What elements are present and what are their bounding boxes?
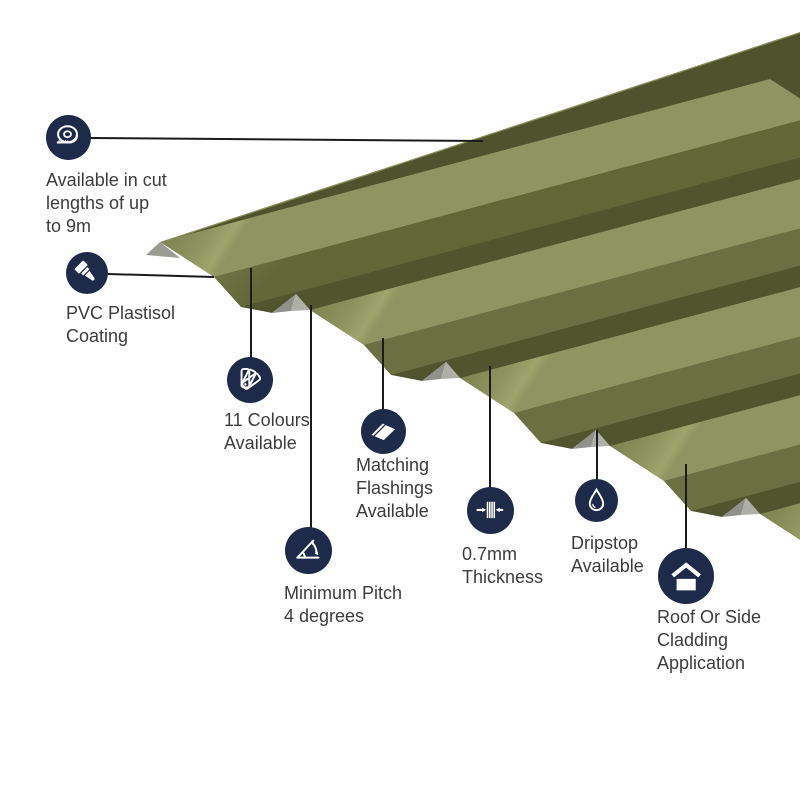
feature-label-cut-lengths: Available in cut lengths of up to 9m — [46, 169, 167, 238]
feature-label-line: Minimum Pitch — [284, 583, 403, 603]
callout-line-cut-lengths — [89, 137, 484, 142]
feature-label-line: Roof Or Side — [657, 607, 762, 627]
droplet-icon — [574, 478, 618, 522]
paint-brush-icon — [66, 252, 108, 294]
feature-label-line: PVC Plastisol — [66, 303, 176, 323]
feature-label-line: Available in cut — [46, 170, 167, 190]
feature-label-pitch: Minimum Pitch 4 degrees — [284, 582, 402, 628]
feature-label-line: Dripstop — [571, 533, 639, 553]
feature-label-line: 11 Colours — [224, 410, 310, 430]
tape-measure-icon — [45, 114, 91, 160]
feature-label-line: lengths of up — [46, 193, 150, 213]
cut-edge-gray-triangles — [146, 242, 760, 517]
feature-label-line: Available — [571, 556, 644, 576]
feature-label-line: to 9m — [46, 216, 92, 236]
flashing-sheet-icon — [360, 408, 406, 454]
feature-label-line: 4 degrees — [284, 606, 365, 626]
feature-label-line: Cladding — [657, 630, 729, 650]
feature-label-line: Coating — [66, 326, 129, 346]
feature-label-line: Matching — [356, 455, 430, 475]
thickness-arrows-icon — [466, 486, 514, 534]
house-icon — [658, 548, 714, 604]
feature-label-line: Available — [224, 433, 297, 453]
feature-label-line: Flashings — [356, 478, 434, 498]
angle-pitch-icon — [284, 526, 332, 574]
feature-label-line: 0.7mm — [462, 544, 518, 564]
feature-label-line: Thickness — [462, 567, 544, 587]
feature-label-line: Application — [657, 653, 746, 673]
callout-line-coating — [107, 273, 215, 278]
feature-label-line: Available — [356, 501, 429, 521]
colour-fan-icon — [227, 357, 273, 403]
